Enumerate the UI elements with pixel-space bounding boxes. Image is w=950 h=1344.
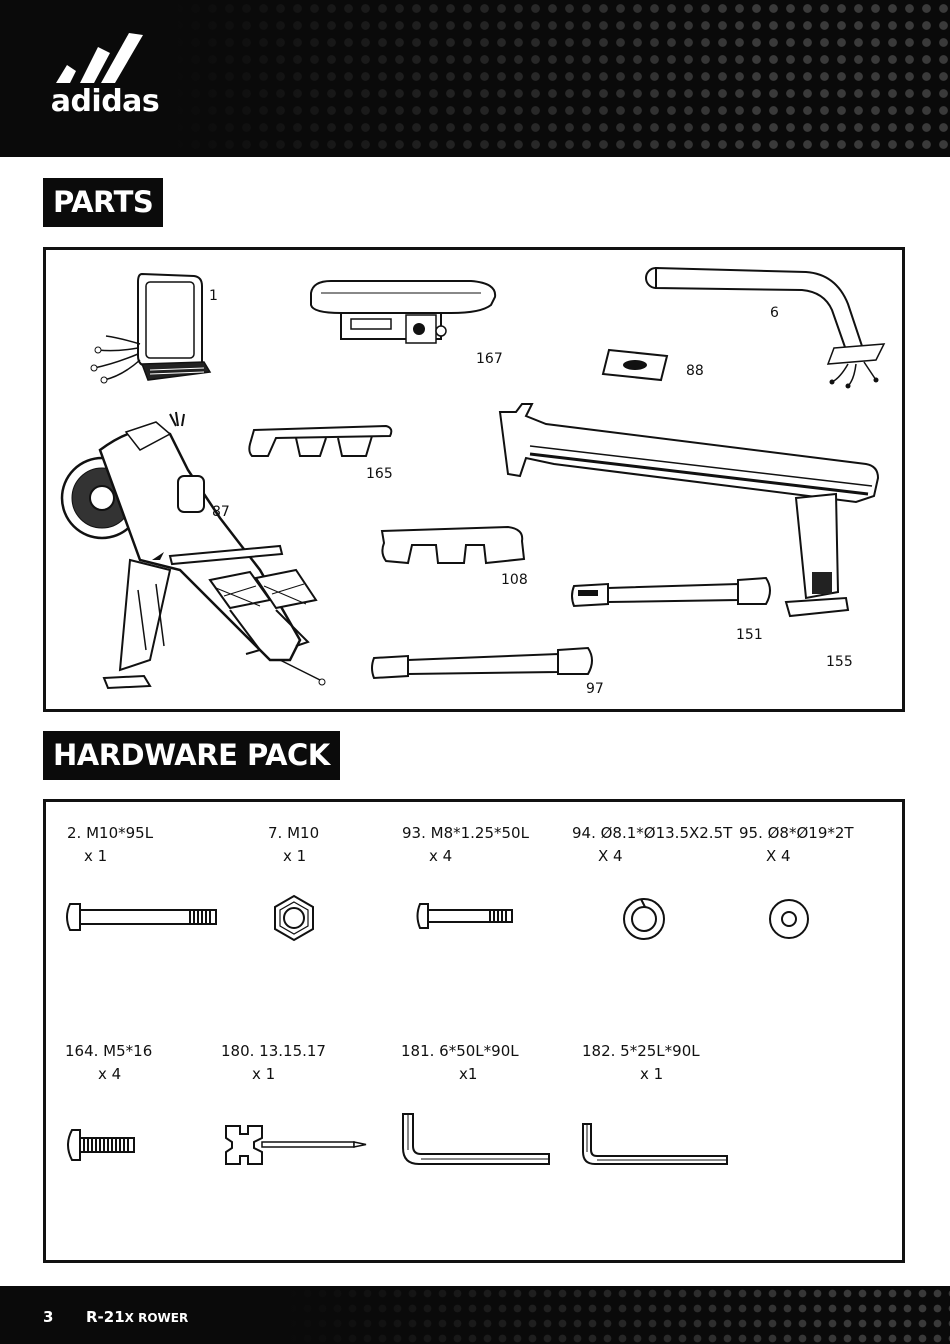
hardware-pack-heading: HARDWARE PACK — [43, 731, 340, 780]
part-label-6: 6 — [770, 305, 779, 321]
model-name: R-21X ROWER — [86, 1308, 188, 1326]
parts-panel: 1 167 6 88 165 — [43, 247, 905, 712]
nut-m10-icon — [270, 894, 318, 942]
part-label-151: 151 — [736, 627, 763, 643]
part-label-97: 97 — [586, 681, 604, 697]
bolt-m8-icon — [416, 902, 516, 930]
part-label-165: 165 — [366, 466, 393, 482]
front-leg-illustration — [636, 264, 896, 394]
hw-label-181: 181. 6*50L*90L — [401, 1040, 519, 1062]
part-label-1: 1 — [209, 288, 218, 304]
adidas-stripes-icon — [40, 33, 170, 88]
model-main: R-21 — [86, 1308, 125, 1326]
pad-illustration — [601, 348, 671, 384]
hw-label-164: 164. M5*16 — [65, 1040, 152, 1062]
part-label-88: 88 — [686, 363, 704, 379]
logo-wordmark: adidas — [40, 85, 170, 119]
adidas-logo: adidas — [40, 33, 170, 123]
hw-qty-95: X 4 — [766, 847, 791, 865]
hw-label-182: 182. 5*25L*90L — [582, 1040, 700, 1062]
part-label-87: 87 — [212, 504, 230, 520]
model-sub: X ROWER — [125, 1311, 189, 1325]
hw-label-2: 2. M10*95L — [67, 822, 153, 844]
bolt-m10-icon — [66, 900, 221, 934]
front-stabilizer-illustration — [368, 646, 598, 682]
hw-qty-7: x 1 — [283, 847, 306, 865]
hw-label-180: 180. 13.15.17 — [221, 1040, 326, 1062]
hw-label-93: 93. M8*1.25*50L — [402, 822, 529, 844]
page-header: adidas — [0, 0, 950, 157]
split-washer-icon — [621, 896, 667, 942]
hw-qty-94: X 4 — [598, 847, 623, 865]
hw-label-94: 94. Ø8.1*Ø13.5X2.5T — [572, 822, 732, 844]
hw-qty-180: x 1 — [252, 1065, 275, 1083]
hw-label-7: 7. M10 — [268, 822, 319, 844]
seat-illustration — [301, 275, 501, 355]
console-illustration — [86, 268, 216, 388]
hw-label-95: 95. Ø8*Ø19*2T — [739, 822, 854, 844]
rear-stabilizer-illustration — [568, 576, 778, 610]
hw-qty-182: x 1 — [640, 1065, 663, 1083]
page-footer: 3 R-21X ROWER — [0, 1286, 950, 1344]
screw-m5-icon — [66, 1128, 138, 1162]
rower-frame-illustration — [60, 410, 340, 700]
hw-qty-181: x1 — [459, 1065, 477, 1083]
part-label-155: 155 — [826, 654, 853, 670]
part-label-167: 167 — [476, 351, 503, 367]
hw-qty-164: x 4 — [98, 1065, 121, 1083]
hex-key-6mm-icon — [401, 1110, 553, 1168]
hw-qty-93: x 4 — [429, 847, 452, 865]
parts-heading: PARTS — [43, 178, 163, 227]
hardware-panel: 2. M10*95L x 1 7. M10 x 1 93. M8*1.25*50… — [43, 799, 905, 1263]
hw-qty-2: x 1 — [84, 847, 107, 865]
combination-wrench-icon — [218, 1122, 370, 1168]
flat-washer-icon — [768, 898, 810, 940]
hex-key-5mm-icon — [581, 1120, 731, 1168]
page-number: 3 — [43, 1308, 53, 1326]
